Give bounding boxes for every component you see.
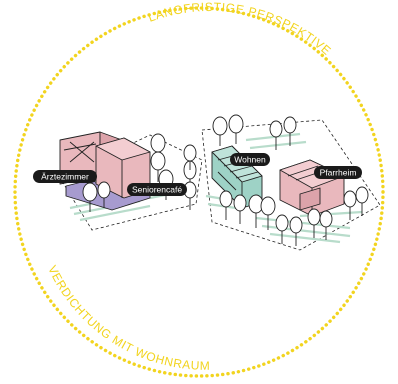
left-trees — [82, 133, 197, 212]
left-plot — [59, 131, 203, 231]
label-pfarrheim: Pfarrheim — [314, 166, 362, 179]
label-wohnen-bg — [230, 153, 270, 166]
left-plot-boundary — [59, 134, 203, 231]
label-seniorencafe: Seniorencafé — [127, 183, 187, 196]
label-wohnen-text: Wohnen — [234, 155, 266, 165]
ring-top-text: LANGFRISTIGE PERSPEKTIVE — [146, 0, 334, 58]
label-pfarrheim-text: Pfarrheim — [320, 168, 357, 178]
label-aerztezimmer-bg — [33, 170, 97, 183]
ring-bottom-text: VERDICHTUNG MIT WOHNRAUM — [45, 263, 210, 372]
dotted-ring — [13, 6, 385, 378]
right-trees — [212, 114, 369, 246]
right-plot-boundary — [201, 119, 381, 251]
label-aerztezimmer: Ärztezimmer — [33, 170, 97, 183]
label-seniorencafe-bg — [127, 183, 187, 196]
ring-bottom-textpath: VERDICHTUNG MIT WOHNRAUM — [45, 263, 210, 372]
ring-top-textpath: LANGFRISTIGE PERSPEKTIVE — [146, 0, 333, 58]
label-aerztezimmer-text: Ärztezimmer — [41, 172, 89, 182]
label-pfarrheim-bg — [314, 166, 362, 179]
label-wohnen: Wohnen — [230, 153, 270, 166]
right-plot — [201, 114, 381, 251]
label-seniorencafe-text: Seniorencafé — [132, 185, 182, 195]
